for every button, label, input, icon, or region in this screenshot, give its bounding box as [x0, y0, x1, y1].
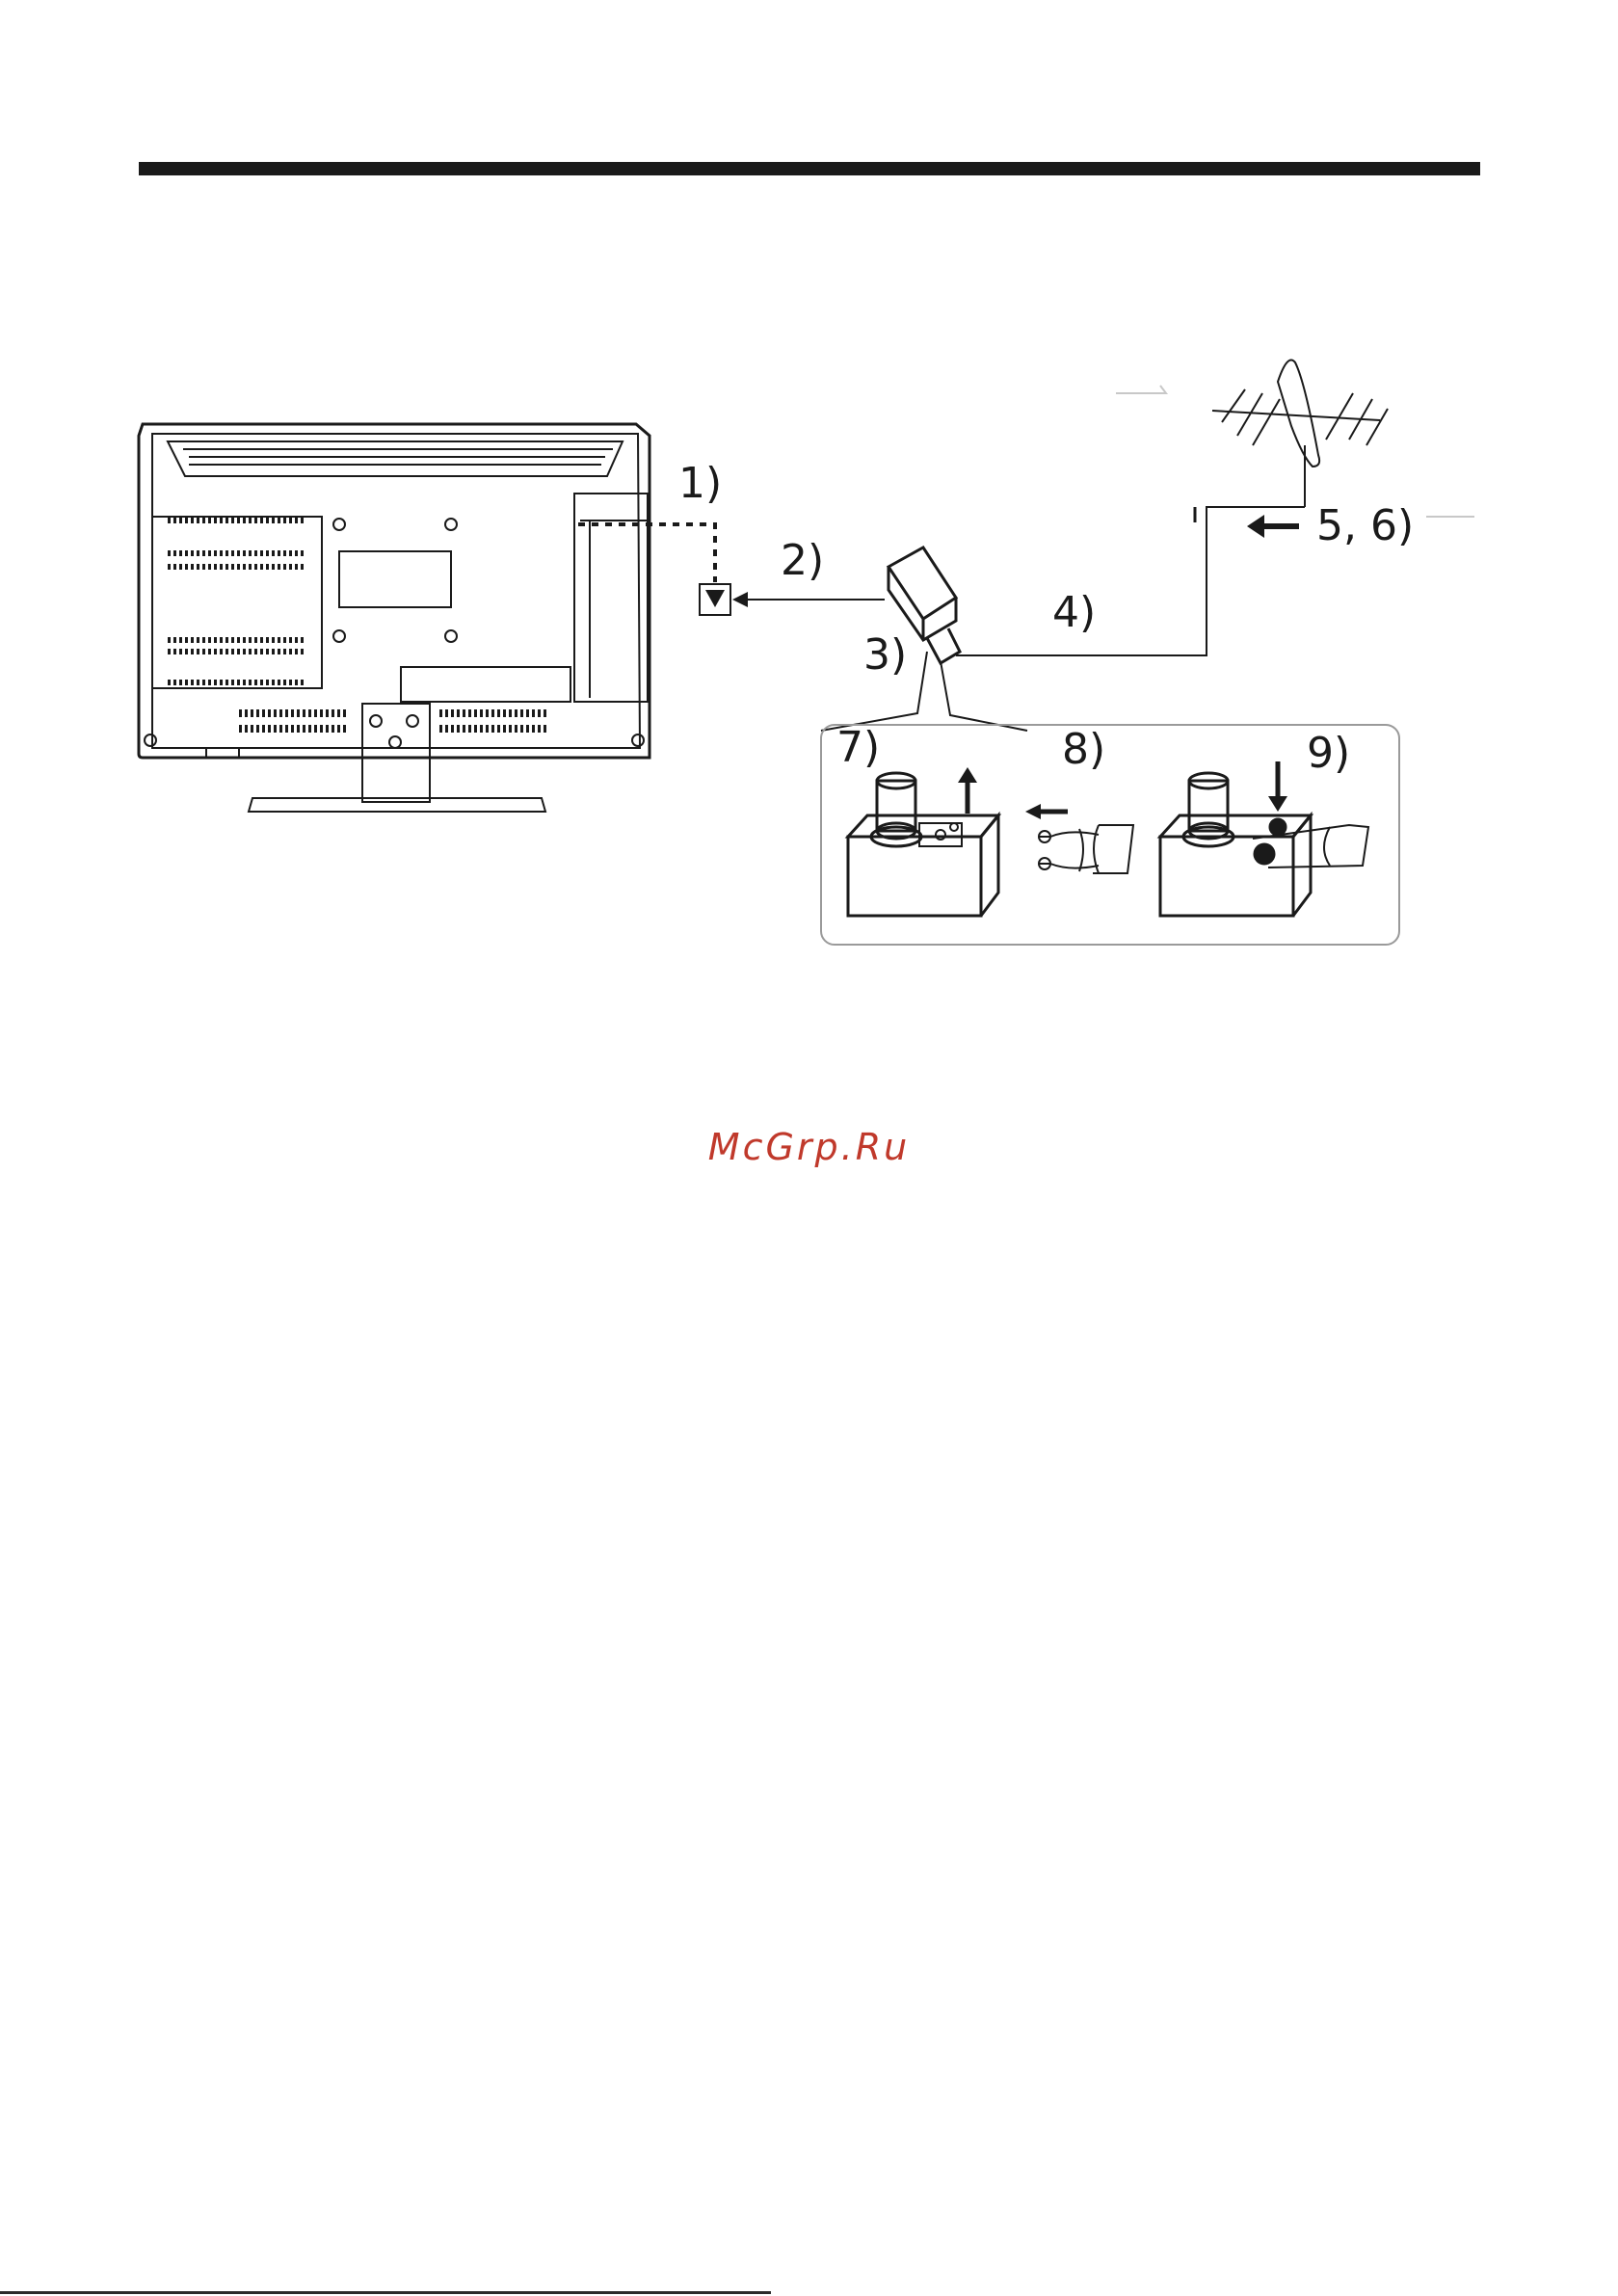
label-step-4: 4): [1052, 588, 1096, 637]
arrow-56: [1247, 515, 1299, 538]
watermark: McGrp.Ru: [0, 1126, 1618, 1168]
antenna-wire: [1039, 825, 1133, 873]
label-step-1: 1): [678, 459, 722, 508]
label-step-5-6: 5, 6): [1316, 501, 1414, 550]
label-step-8: 8): [1062, 725, 1105, 774]
footer-rule: [0, 2291, 771, 2294]
antenna: [1116, 360, 1474, 518]
label-step-2: 2): [781, 536, 824, 585]
terminal-block-open: [848, 773, 998, 916]
tv-rear-view: [139, 424, 650, 812]
label-step-9: 9): [1307, 729, 1350, 778]
label-step-7: 7): [836, 723, 880, 772]
arrow-up: [958, 767, 977, 814]
arrow-down: [1268, 761, 1287, 812]
coaxial-plug: [821, 507, 1216, 731]
terminal-block-closed: [1160, 773, 1368, 916]
arrow-left: [1025, 804, 1068, 819]
label-step-3: 3): [863, 630, 907, 680]
antenna-socket: [578, 524, 885, 615]
